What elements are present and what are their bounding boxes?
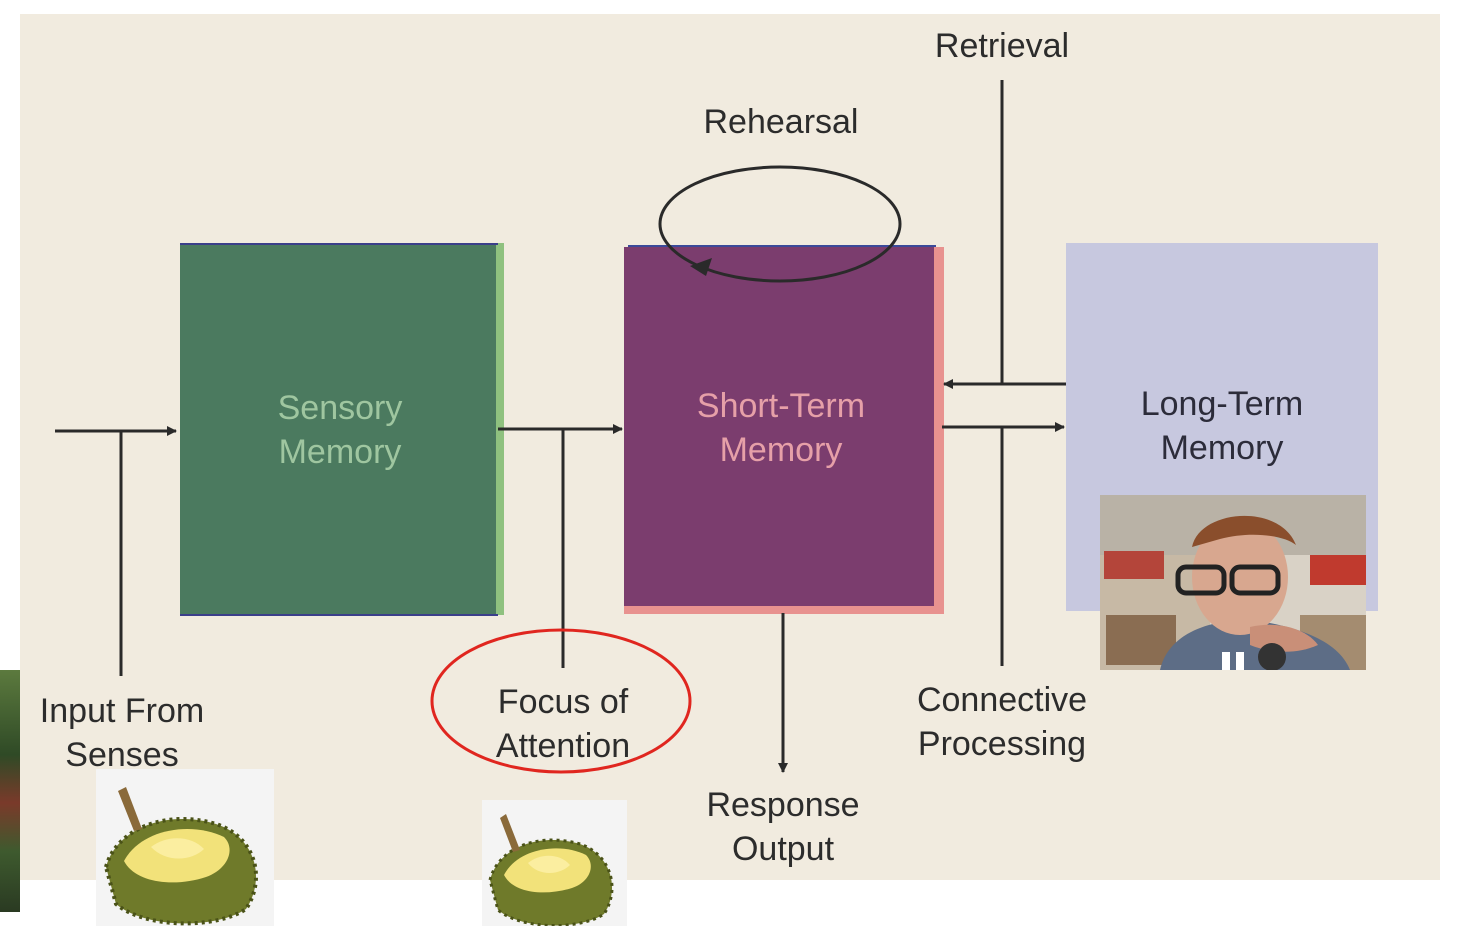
focus-of-attention-label: Focus of Attention [496, 680, 630, 768]
rehearsal-loop [658, 165, 902, 283]
sensory-label-line2: Memory [278, 433, 402, 471]
durian-image [488, 814, 614, 926]
video-call-overlay[interactable] [1100, 495, 1366, 670]
input-label-line2: Senses [65, 736, 179, 774]
short-term-label-line1: Short-Term [696, 387, 866, 425]
connective-label-line1: Connective [916, 681, 1088, 719]
short-term-box-edge [934, 247, 944, 613]
short-term-label-line2: Memory [719, 431, 843, 469]
retrieval-label: Retrieval [934, 27, 1070, 65]
short-term-memory-box [624, 247, 942, 613]
sensory-memory-label: Sensory Memory [278, 386, 403, 474]
response-label-line1: Response [706, 786, 860, 824]
focus-label-line1: Focus of [497, 683, 629, 721]
focus-label-line2: Attention [495, 727, 631, 765]
connective-label-line2: Processing [917, 725, 1087, 763]
durian-image [103, 787, 258, 926]
short-term-box-bottom-edge [624, 606, 944, 614]
durian-thumbnail-left[interactable] [96, 769, 274, 926]
input-label-line1: Input From [39, 692, 205, 730]
sensory-memory-box [180, 243, 498, 615]
connective-processing-label: Connective Processing [917, 678, 1087, 766]
focus-highlight-circle [430, 628, 692, 774]
durian-thumbnail-center[interactable] [482, 800, 627, 926]
response-label-line2: Output [731, 830, 835, 868]
sensory-label-line1: Sensory [277, 389, 403, 427]
presenter-video-feed [1100, 495, 1366, 670]
short-term-memory-label: Short-Term Memory [697, 384, 865, 472]
pause-icon[interactable] [1213, 652, 1253, 670]
foliage-photo-edge [0, 670, 20, 912]
response-output-label: Response Output [706, 783, 859, 871]
rehearsal-label: Rehearsal [703, 103, 859, 141]
long-term-label-line1: Long-Term [1140, 385, 1304, 423]
rehearsal-arrowhead [690, 258, 712, 276]
long-term-memory-label: Long-Term Memory [1141, 382, 1304, 470]
input-from-senses-label: Input From Senses [40, 689, 204, 777]
long-term-label-line2: Memory [1160, 429, 1284, 467]
